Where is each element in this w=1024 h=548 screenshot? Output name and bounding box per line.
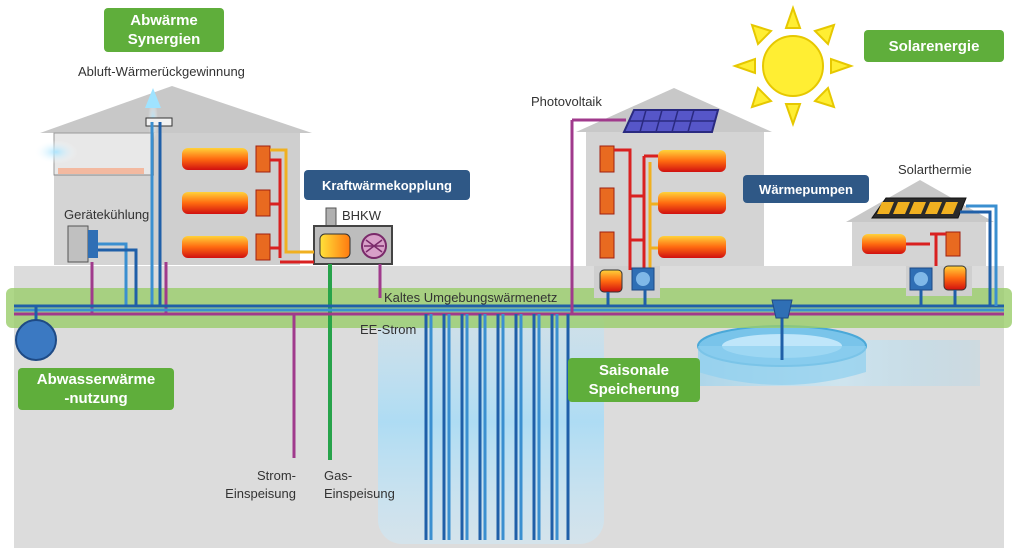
cold-network-band	[6, 288, 1012, 328]
server-rack	[34, 140, 144, 174]
abwasser-line1: Abwasserwärme	[36, 371, 156, 388]
storage-basin-icon	[697, 325, 980, 386]
strom-line2: Einspeisung	[225, 486, 296, 501]
label-solarenergie: Solarenergie	[864, 30, 1004, 62]
radiator-icon	[862, 234, 906, 254]
borehole-field	[378, 300, 604, 544]
heat-pump-icon	[599, 145, 615, 259]
radiator-icon	[658, 150, 726, 258]
label-ee-strom: EE-Strom	[360, 322, 417, 337]
storage-tank-icon	[909, 265, 967, 291]
label-geraetekuehlung: Gerätekühlung	[64, 207, 150, 222]
borehole-pipes	[424, 314, 570, 540]
radiator-icon	[182, 148, 248, 258]
label-gas-einspeisung: Gas- Einspeisung	[324, 468, 395, 501]
label-abluft: Abluft-Wärmerückgewinnung	[78, 64, 245, 79]
label-kraftwaermekopplung: Kraftwärmekopplung	[304, 170, 470, 200]
label-abwasserwaerme: Abwasserwärme -nutzung	[18, 368, 174, 410]
gas-line1: Gas-	[324, 468, 353, 483]
label-solarthermie: Solarthermie	[898, 162, 972, 177]
label-bhkw: BHKW	[342, 208, 381, 223]
solar-collector-icon	[871, 197, 967, 219]
storage-tank-icon	[599, 267, 655, 293]
label-photovoltaik: Photovoltaik	[531, 94, 602, 109]
label-strom-einspeisung: Strom- Einspeisung	[224, 468, 296, 501]
cooling-unit-icon	[67, 225, 98, 263]
label-saisonale-speicherung: Saisonale Speicherung	[568, 358, 700, 402]
saisonale-line2: Speicherung	[588, 381, 680, 398]
label-kaltes-netz: Kaltes Umgebungswärmenetz	[384, 290, 558, 305]
strom-line1: Strom-	[257, 468, 296, 483]
heat-pump-icon	[945, 231, 961, 257]
abwaerme-synergien-line2: Synergien	[127, 31, 201, 48]
bhkw-engine-icon	[313, 207, 393, 265]
saisonale-line1: Saisonale	[598, 362, 670, 379]
sun-icon	[731, 4, 855, 128]
heat-pump-icon	[255, 145, 271, 261]
basin-pump	[771, 299, 793, 360]
abwaerme-synergien-line1: Abwärme	[130, 12, 198, 29]
wastewater-pump-icon	[15, 306, 57, 361]
pv-panel-icon	[622, 109, 720, 133]
gas-line2: Einspeisung	[324, 486, 395, 501]
abwasser-line2: -nutzung	[64, 390, 128, 407]
label-abwaerme-synergien: Abwärme Synergien	[104, 8, 224, 52]
label-waermepumpen: Wärmepumpen	[743, 175, 869, 203]
